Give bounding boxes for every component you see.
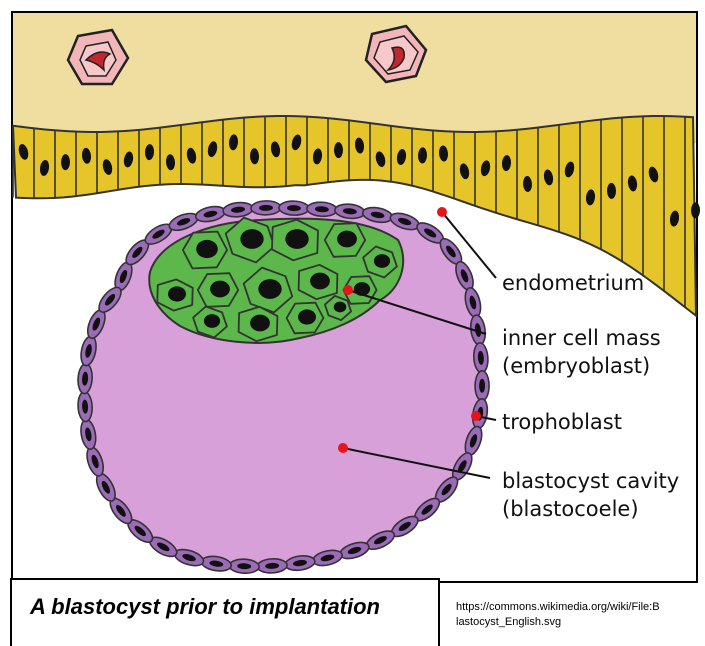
icm-nucleus xyxy=(250,315,270,332)
label-endometrium: endometrium xyxy=(502,271,644,295)
endometrium-pointer-dot xyxy=(437,207,447,217)
icm-nucleus xyxy=(196,240,218,258)
label-blastocoele: (blastocoele) xyxy=(502,497,639,521)
icm-nucleus xyxy=(334,302,347,313)
icm-nucleus xyxy=(258,279,281,299)
icm-nucleus xyxy=(210,281,230,298)
icm-pointer-dot xyxy=(343,285,353,295)
trophoblast-cell xyxy=(251,201,281,216)
cavity-pointer-dot xyxy=(338,443,348,453)
trophoblast-cell xyxy=(229,559,260,574)
icm-nucleus xyxy=(337,231,357,248)
label-blastocyst-cavity: blastocyst cavity xyxy=(502,469,679,493)
icm-nucleus xyxy=(240,229,263,249)
figure-caption: A blastocyst prior to implantation xyxy=(30,594,380,620)
trophoblast-pointer-dot xyxy=(471,411,481,421)
icm-nucleus xyxy=(310,273,330,290)
source-attribution[interactable]: https://commons.wikimedia.org/wiki/File:… xyxy=(456,600,701,630)
icm-nucleus xyxy=(204,314,220,328)
blastocyst xyxy=(77,201,489,574)
epithelial-nucleus xyxy=(334,142,343,158)
source-url-line-2[interactable]: lastocyst_English.svg xyxy=(456,615,701,630)
trophoblast-cell xyxy=(279,201,309,216)
label-trophoblast: trophoblast xyxy=(502,410,622,434)
icm-nucleus xyxy=(285,229,308,249)
label-embryoblast: (embryoblast) xyxy=(502,354,650,378)
label-inner-cell-mass: inner cell mass xyxy=(502,326,661,350)
source-url-line-1[interactable]: https://commons.wikimedia.org/wiki/File:… xyxy=(456,600,701,615)
trophoblast-cell xyxy=(475,371,489,401)
icm-nucleus xyxy=(168,286,186,301)
icm-nucleus xyxy=(298,309,316,324)
icm-nucleus xyxy=(374,254,390,268)
caption-box: A blastocyst prior to implantation xyxy=(10,578,440,646)
